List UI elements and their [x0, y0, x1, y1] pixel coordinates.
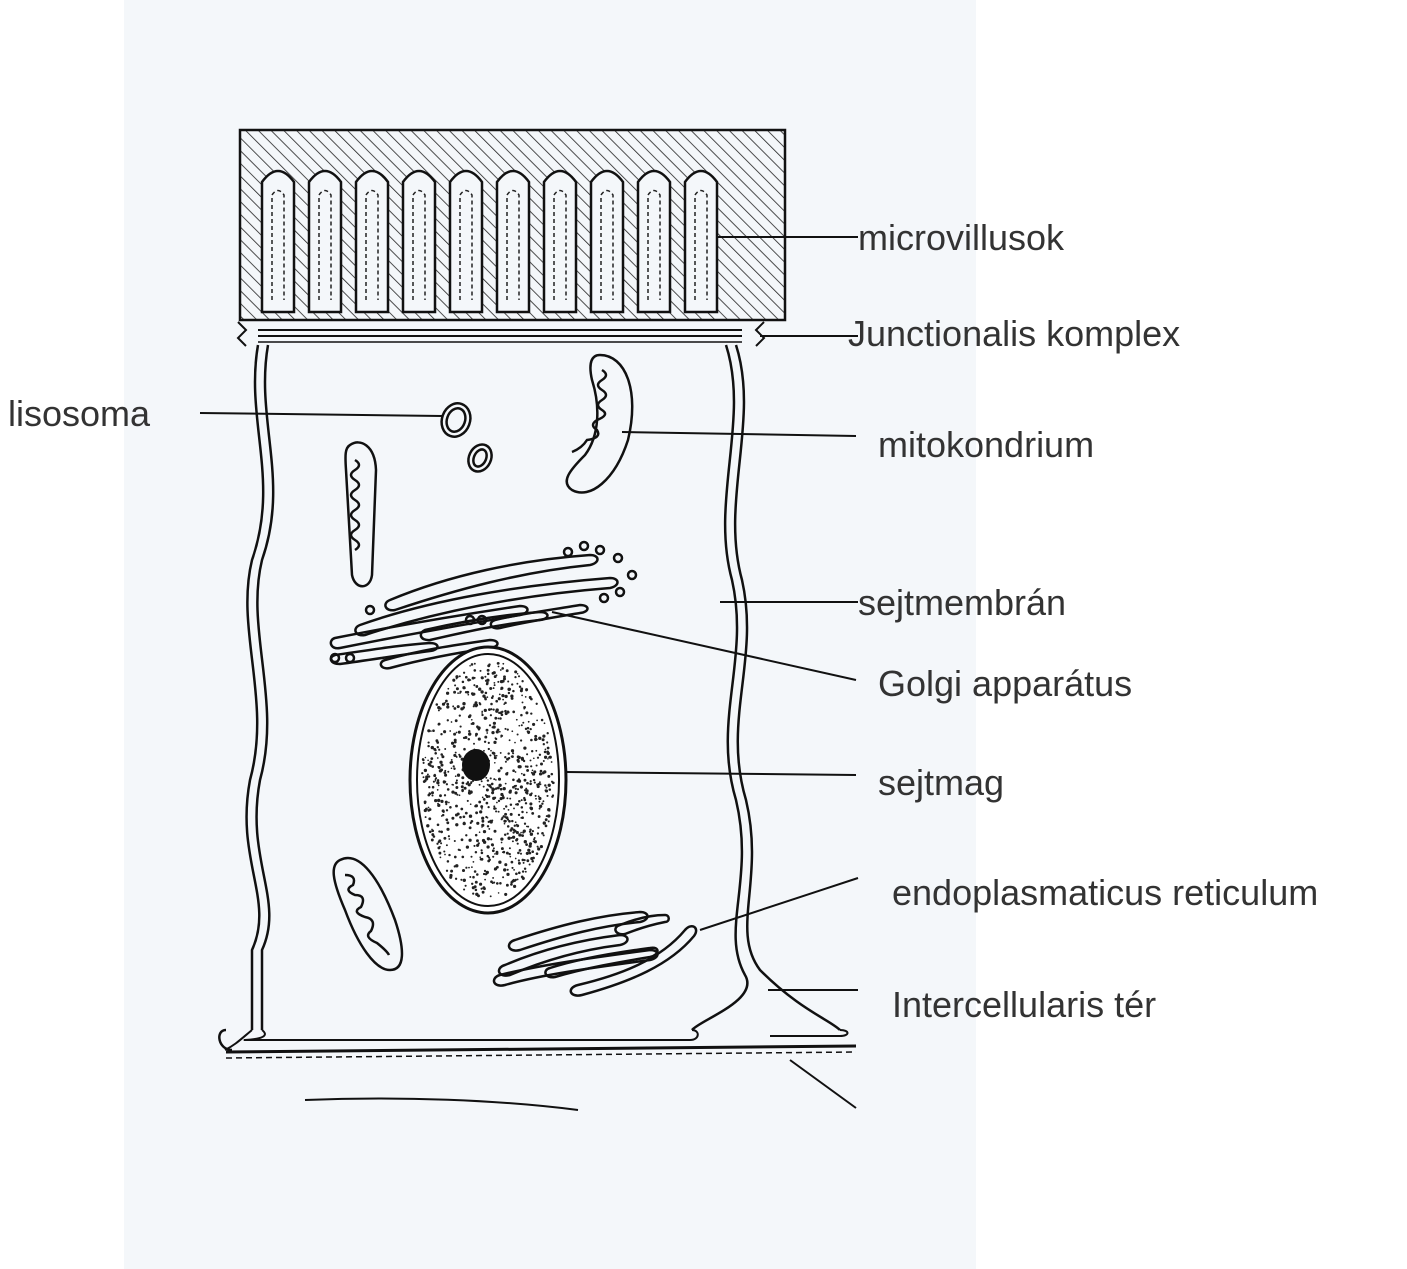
label-nucleus: sejtmag	[878, 765, 1004, 801]
lysosomes	[437, 399, 496, 475]
microvillus	[591, 171, 623, 312]
label-microvilli: microvillusok	[858, 220, 1064, 256]
label-golgi: Golgi apparátus	[878, 666, 1132, 702]
microvillus	[544, 171, 576, 312]
endoplasmic-reticulum	[494, 912, 696, 996]
microvillus	[309, 171, 341, 312]
label-junctional-complex: Junctionalis komplex	[848, 316, 1180, 352]
microvillus	[638, 171, 670, 312]
microvillus	[497, 171, 529, 312]
label-mitochondrion: mitokondrium	[878, 427, 1094, 463]
junctional-complex	[238, 322, 764, 346]
label-lysosome: lisosoma	[8, 396, 150, 432]
microvillus	[262, 171, 294, 312]
microvillus	[450, 171, 482, 312]
label-intercellular-space: Intercellularis tér	[892, 987, 1156, 1023]
microvillus	[685, 171, 717, 312]
brush-border	[240, 130, 785, 320]
nucleolus	[462, 749, 490, 781]
microvillus	[403, 171, 435, 312]
label-er: endoplasmaticus reticulum	[892, 875, 1318, 911]
basal-membrane	[219, 1030, 856, 1110]
microvillus	[356, 171, 388, 312]
label-cell-membrane: sejtmembrán	[858, 585, 1066, 621]
nucleus	[410, 647, 566, 913]
